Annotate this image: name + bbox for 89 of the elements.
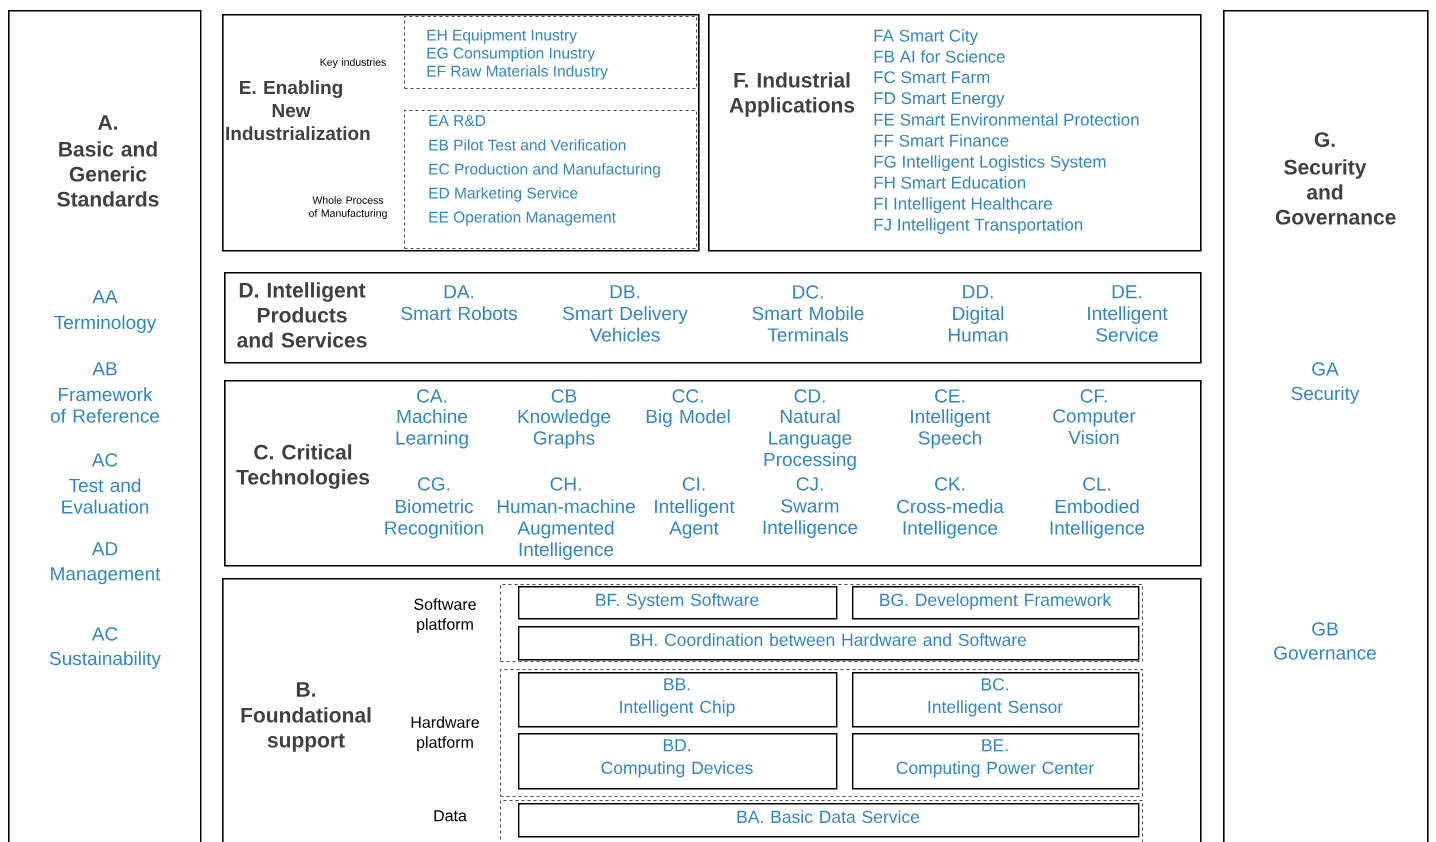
panel-heading: A. [98,115,118,130]
standard-item: Big Model [646,409,730,427]
standard-item: AB [92,362,117,376]
standard-item: EB Pilot Test and Verification [429,139,626,151]
standard-item: FF Smart Finance [874,134,1009,147]
standard-box: BB. Intelligent Chip [518,672,838,728]
standard-item: CE. [935,389,965,403]
standard-item: EA R&D [429,115,486,127]
standard-item: Digital Human [948,306,1008,342]
standard-item: Biometric Recognition [385,499,483,539]
standard-item: GB [1312,622,1338,636]
standard-item: GA [1312,362,1339,376]
standard-item: CH. [550,477,581,491]
standard-item: Governance [1274,646,1376,660]
standard-item: Management [51,567,161,585]
standard-item: Machine Learning [396,409,468,449]
standard-item: CB [551,389,577,403]
standard-item: EC Production and Manufacturing [429,163,660,178]
standard-item: DA. [444,285,474,299]
standard-item: CG. [418,477,450,491]
standard-item: EH Equipment Inustry [427,29,577,44]
group-label: Hardware platform [411,716,479,752]
standard-item: FD Smart Energy [874,92,1005,108]
standard-item: EG Consumption Inustry [427,47,595,62]
standard-item: Intelligent Speech [911,409,991,449]
standard-item: Smart Delivery Vehicles [563,306,688,342]
standard-item: CF. [1080,389,1107,403]
standard-item: Cross-media Intelligence [897,499,1004,539]
standard-item: DB. [610,285,640,299]
standard-item: Natural Language Processing [764,409,856,470]
standard-item: CC. [672,389,703,403]
panel-heading: E. Enabling New Industrialization [226,80,370,141]
standard-item: CJ. [796,477,823,491]
standard-item: CI. [682,477,705,491]
standard-item: Human-machine Augmented Intelligence [497,499,635,560]
standard-item: AD [91,542,118,556]
group-label: Software platform [414,598,476,634]
standard-item: Smart Mobile Terminals [752,306,864,342]
group-label: Key industries [320,58,386,68]
panel-heading: C. Critical Technologies [236,444,370,489]
standard-box: BE. Computing Power Center [852,733,1140,790]
standard-item: Security [1291,386,1360,404]
standard-item: CK. [935,477,965,491]
group-label: Data [434,810,467,822]
standard-box: BA. Basic Data Service [518,803,1140,838]
standard-item: AC [91,627,118,641]
standard-box: BH. Coordination between Hardware and Software [518,626,1140,661]
standard-box: BG. Development Framework [852,586,1140,620]
standard-item: Test and Evaluation [62,478,149,514]
standard-item: Embodied Intelligence [1050,499,1145,539]
standard-item: EF Raw Materials Industry [427,65,608,80]
standard-item: CA. [417,389,447,403]
standard-item: AA [92,290,118,304]
standard-box: BD. Computing Devices [518,733,838,790]
panel-heading: F. Industrial Applications [729,72,855,117]
panel-heading: Basic and Generic Standards [57,141,159,207]
standard-item: FJ Intelligent Transportation [874,218,1083,235]
standard-item: Smart Robots [401,306,517,321]
panel-heading: Security and Governance [1275,159,1396,225]
standard-item: FI Intelligent Healthcare [874,197,1052,214]
standard-item: FA Smart City [874,29,978,46]
standard-item: AC [91,453,118,467]
standard-item: CL. [1083,477,1111,491]
standard-box: BF. System Software [518,586,838,620]
group-label: Whole Process of Manufacturing [309,196,387,219]
standard-item: Framework of Reference [50,387,160,423]
standard-item: EE Operation Management [429,211,616,226]
standard-item: CD. [794,389,825,403]
standard-item: Computer Vision [1053,409,1136,445]
standard-item: FG Intelligent Logistics System [874,155,1106,172]
panel-heading: Foundational support [241,707,371,752]
standard-item: Intelligent Agent [655,499,735,539]
standard-item: Sustainability [49,651,161,669]
standard-item: Terminology [54,315,157,333]
standard-item: Knowledge Graphs [518,409,611,449]
panel-heading: D. Intelligent Products and Services [237,282,367,348]
standard-item: FH Smart Education [874,176,1026,189]
standard-item: FB AI for Science [874,50,1005,63]
standard-item: Intelligent Service [1088,306,1168,342]
panel-heading: G. [1314,132,1335,148]
standard-item: FE Smart Environmental Protection [874,113,1139,126]
standard-item: DC. [793,285,823,299]
standard-item: Swarm Intelligence [763,499,858,538]
standard-item: DD. [963,285,993,299]
panel-heading: B. [296,682,316,697]
standard-item: ED Marketing Service [429,187,578,202]
standard-item: FC Smart Farm [874,71,990,84]
standard-box: BC. Intelligent Sensor [852,672,1140,728]
standard-item: DE. [1112,285,1142,299]
